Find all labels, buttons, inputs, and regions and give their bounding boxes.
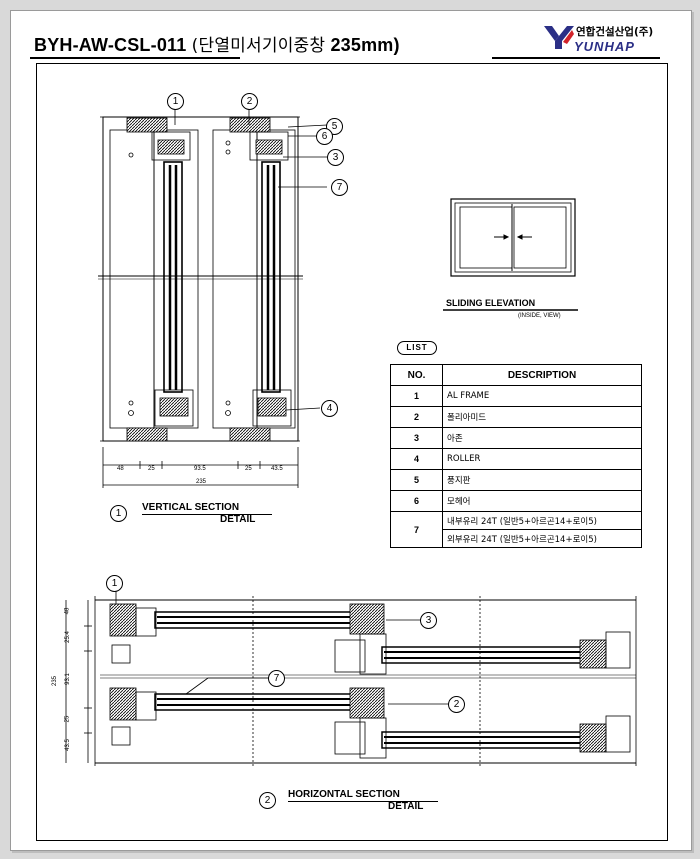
h-dim-3: 93.1 <box>64 673 71 685</box>
list-no: 7 <box>390 511 443 548</box>
list-no: 1 <box>390 385 443 407</box>
h-dim-1: 48 <box>64 607 71 615</box>
h-dim-2: 25.4 <box>64 631 71 643</box>
vertical-section-underline <box>142 514 272 515</box>
table-row: 7 내부유리 24T (일반5+아르곤14+로이5) <box>390 511 642 548</box>
callout-v1: 1 <box>167 93 184 110</box>
vertical-section-number: 1 <box>110 505 127 522</box>
table-row: 4 ROLLER <box>390 448 642 470</box>
list-desc-7a: 내부유리 24T (일반5+아르곤14+로이5) <box>442 511 642 530</box>
h-dim-total: 235 <box>52 675 59 687</box>
company-name-kr: 연합건설산업(주) <box>576 26 654 38</box>
elevation-title: SLIDING ELEVATION <box>446 298 536 308</box>
h-dim-5: 43.5 <box>64 739 71 751</box>
vertical-section-title: VERTICAL SECTION <box>142 502 240 513</box>
vertical-section-detail: DETAIL <box>220 514 256 525</box>
table-row: 6 모헤어 <box>390 490 642 512</box>
list-desc: 폴리아미드 <box>442 406 642 428</box>
v-dim-1: 48 <box>117 466 124 472</box>
list-header-desc: DESCRIPTION <box>442 364 642 386</box>
list-desc: AL FRAME <box>442 385 642 407</box>
callout-h7: 7 <box>268 670 285 687</box>
callout-v3: 3 <box>327 149 344 166</box>
list-no: 2 <box>390 406 443 428</box>
v-dim-2: 25 <box>148 466 155 472</box>
v-dim-4: 25 <box>245 466 252 472</box>
horizontal-section-underline <box>288 801 438 802</box>
table-row: 2 폴리아미드 <box>390 406 642 428</box>
elevation-subtitle: (INSIDE, VIEW) <box>518 313 561 319</box>
callout-v6: 6 <box>316 128 333 145</box>
list-header-row: NO. DESCRIPTION <box>390 364 642 386</box>
title-underline <box>30 57 240 59</box>
drawing-code: BYH-AW-CSL-011 <box>34 35 187 55</box>
v-dim-5: 43.5 <box>271 466 283 472</box>
h-dim-4: 25 <box>64 715 71 723</box>
callout-h1: 1 <box>106 575 123 592</box>
callout-h2: 2 <box>448 696 465 713</box>
vertical-section-drawing <box>98 107 328 488</box>
list-no: 6 <box>390 490 443 512</box>
horizontal-section-title: HORIZONTAL SECTION <box>288 789 400 800</box>
list-header-no: NO. <box>390 364 443 386</box>
sliding-elevation-drawing <box>443 198 578 311</box>
list-desc: 아존 <box>442 427 642 449</box>
table-row: 외부유리 24T (일반5+아르곤14+로이5) <box>391 529 642 548</box>
yunhap-logo-icon <box>544 26 574 49</box>
list-desc: 풍지판 <box>442 469 642 491</box>
table-row: 1 AL FRAME <box>390 385 642 407</box>
drawing-title: BYH-AW-CSL-011 (단열미서기이중창 235mm) <box>34 31 400 56</box>
company-name-en: YUNHAP <box>574 39 635 54</box>
drawing-desc-kr: (단열미서기이중창 <box>191 36 326 56</box>
callout-v7: 7 <box>331 179 348 196</box>
list-no: 4 <box>390 448 443 470</box>
callout-v4: 4 <box>321 400 338 417</box>
logo-underline <box>492 57 660 59</box>
list-desc: ROLLER <box>442 448 642 470</box>
horizontal-section-detail: DETAIL <box>388 801 424 812</box>
list-no: 3 <box>390 427 443 449</box>
parts-list-table: NO. DESCRIPTION 1 AL FRAME 2 폴리아미드 3 아존 … <box>390 364 642 548</box>
horizontal-section-number: 2 <box>259 792 276 809</box>
callout-h3: 3 <box>420 612 437 629</box>
table-row: 3 아존 <box>390 427 642 449</box>
drawing-frame <box>36 63 668 841</box>
v-dim-total: 235 <box>196 479 207 485</box>
list-tag: LIST <box>397 341 437 355</box>
list-no: 5 <box>390 469 443 491</box>
drawing-size: 235mm) <box>330 35 400 55</box>
callout-v2: 2 <box>241 93 258 110</box>
horizontal-section-drawing <box>65 588 637 766</box>
list-desc-7b: 외부유리 24T (일반5+아르곤14+로이5) <box>442 529 642 548</box>
v-dim-3: 93.5 <box>194 466 206 472</box>
table-row: 5 풍지판 <box>390 469 642 491</box>
list-desc: 모헤어 <box>442 490 642 512</box>
